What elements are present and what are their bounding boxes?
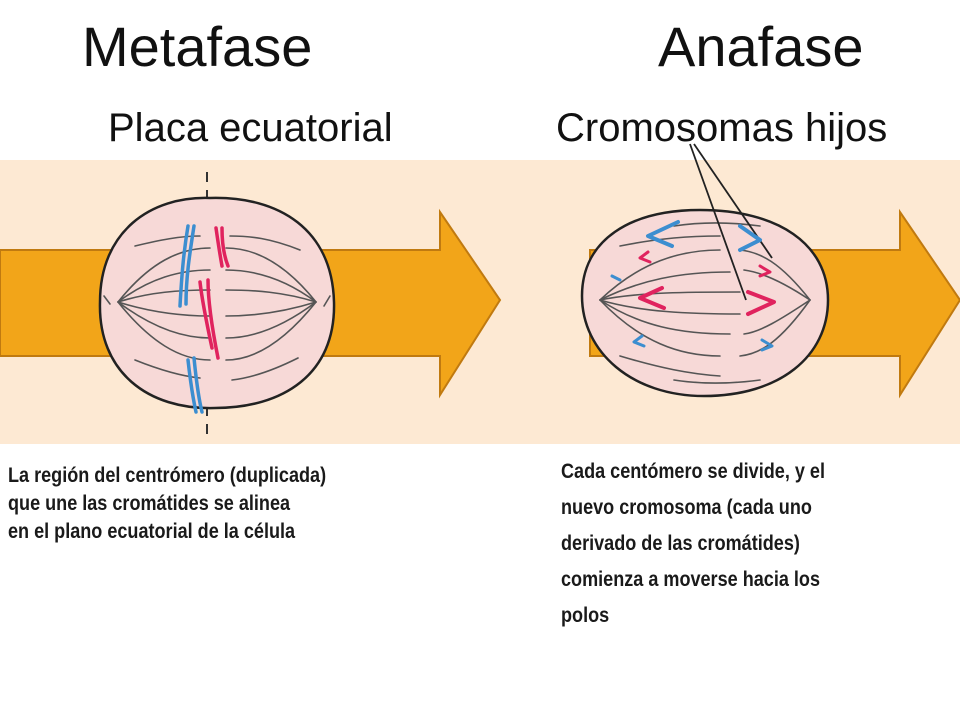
caption-line: polos: [561, 604, 610, 627]
caption-line: Cada centómero se divide, y el: [561, 460, 825, 483]
caption-line: que une las cromátides se alinea: [8, 492, 291, 515]
metaphase-chromosomes: [178, 224, 230, 414]
anaphase-cell: [580, 143, 830, 398]
metaphase-subtitle: Placa ecuatorial: [108, 106, 393, 150]
caption-line: derivado de las cromátides): [561, 532, 800, 555]
anaphase-title: Anafase: [658, 15, 864, 78]
caption-line: comienza a moverse hacia los: [561, 568, 820, 591]
caption-line: nuevo cromosoma (cada uno: [561, 496, 812, 519]
anaphase-caption: Cada centómero se divide, y el nuevo cro…: [561, 454, 825, 634]
anaphase-chromosomes: [610, 220, 776, 352]
anaphase-subtitle: Cromosomas hijos: [556, 106, 888, 150]
metaphase-cell: [98, 196, 336, 414]
caption-line: La región del centrómero (duplicada): [8, 464, 327, 487]
metaphase-caption: La región del centrómero (duplicada) que…: [8, 462, 326, 546]
metaphase-title: Metafase: [82, 15, 313, 78]
caption-line: en el plano ecuatorial de la célula: [8, 520, 296, 543]
